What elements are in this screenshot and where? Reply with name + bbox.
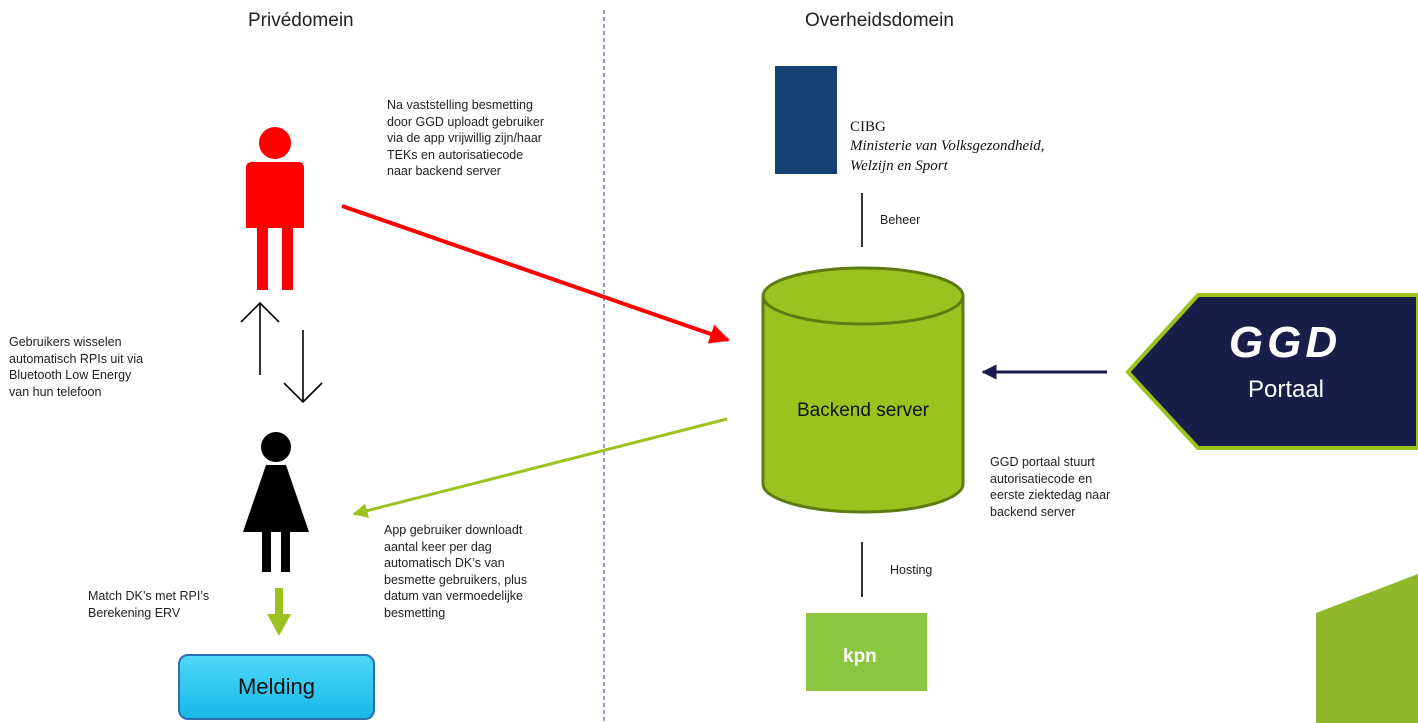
match-down-arrow bbox=[267, 588, 291, 636]
private-domain-title: Privédomein bbox=[248, 10, 354, 31]
cibg-name: CIBG bbox=[850, 119, 886, 135]
download-arrow bbox=[352, 417, 728, 518]
ggd-portal-shape bbox=[1125, 293, 1418, 450]
government-domain-title: Overheidsdomein bbox=[805, 10, 954, 31]
exchange-note: Gebruikers wisselen automatisch RPIs uit… bbox=[9, 335, 144, 399]
ministry-line-1: Ministerie van Volksgezondheid, bbox=[850, 138, 1045, 154]
download-note: App gebruiker downloadt aantal keer per … bbox=[384, 523, 528, 620]
male-person-icon bbox=[246, 127, 304, 290]
portal-label: Portaal bbox=[1247, 376, 1325, 403]
hosting-label: Hosting bbox=[890, 563, 933, 577]
backend-server-cylinder bbox=[761, 266, 965, 514]
female-person-icon bbox=[243, 432, 309, 572]
match-note: Match DK’s met RPI’s Berekening ERV bbox=[88, 589, 210, 620]
beheer-label: Beheer bbox=[880, 213, 921, 227]
melding-button[interactable]: Melding bbox=[178, 654, 375, 720]
exchange-arrows-icon bbox=[240, 301, 323, 404]
ggd-logo-text: GGD bbox=[1228, 318, 1342, 367]
upload-note: Na vaststelling besmetting door GGD uplo… bbox=[387, 98, 545, 178]
ministry-line-2: Welzijn en Sport bbox=[850, 158, 948, 174]
portal-note: GGD portaal stuurt autorisatiecode en ee… bbox=[990, 455, 1111, 519]
upload-arrow bbox=[341, 204, 730, 344]
kpn-logo bbox=[806, 613, 927, 691]
corner-decoration bbox=[1316, 574, 1418, 723]
backend-server-label: Backend server bbox=[796, 400, 929, 421]
kpn-logo-text: kpn bbox=[843, 646, 877, 667]
cibg-logo bbox=[775, 66, 837, 174]
